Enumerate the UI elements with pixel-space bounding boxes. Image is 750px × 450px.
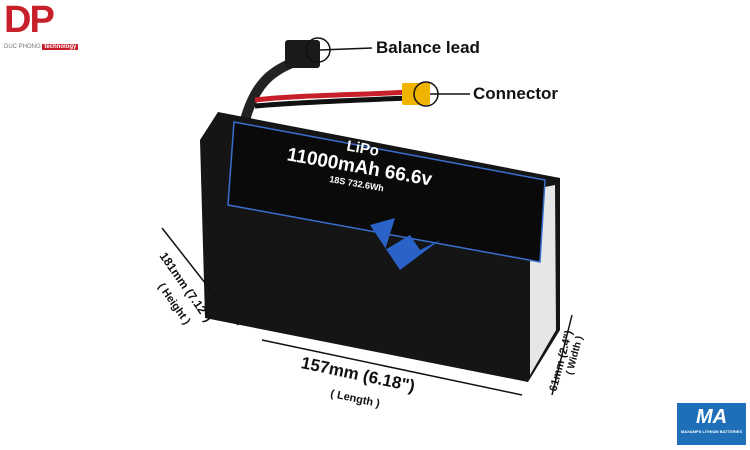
battery-label-panel [227,121,546,263]
height-arrow [161,227,239,326]
balance-lead-plug [285,40,320,68]
wires [240,55,411,122]
xt-connector [402,83,430,105]
connector-label: Connector [473,84,558,103]
dp-logo: DP DUC PHONG technology [4,0,79,50]
balance-callout-line [319,47,373,51]
length-arrow [261,339,523,396]
width-arrow [551,314,573,396]
balance-lead-label: Balance lead [376,38,480,57]
ma-logo-on-battery [370,218,440,270]
maxamps-logo-text: MA MAXAMPS LITHIUM BATTERIES [680,406,743,434]
maxamps-logo [677,403,746,445]
